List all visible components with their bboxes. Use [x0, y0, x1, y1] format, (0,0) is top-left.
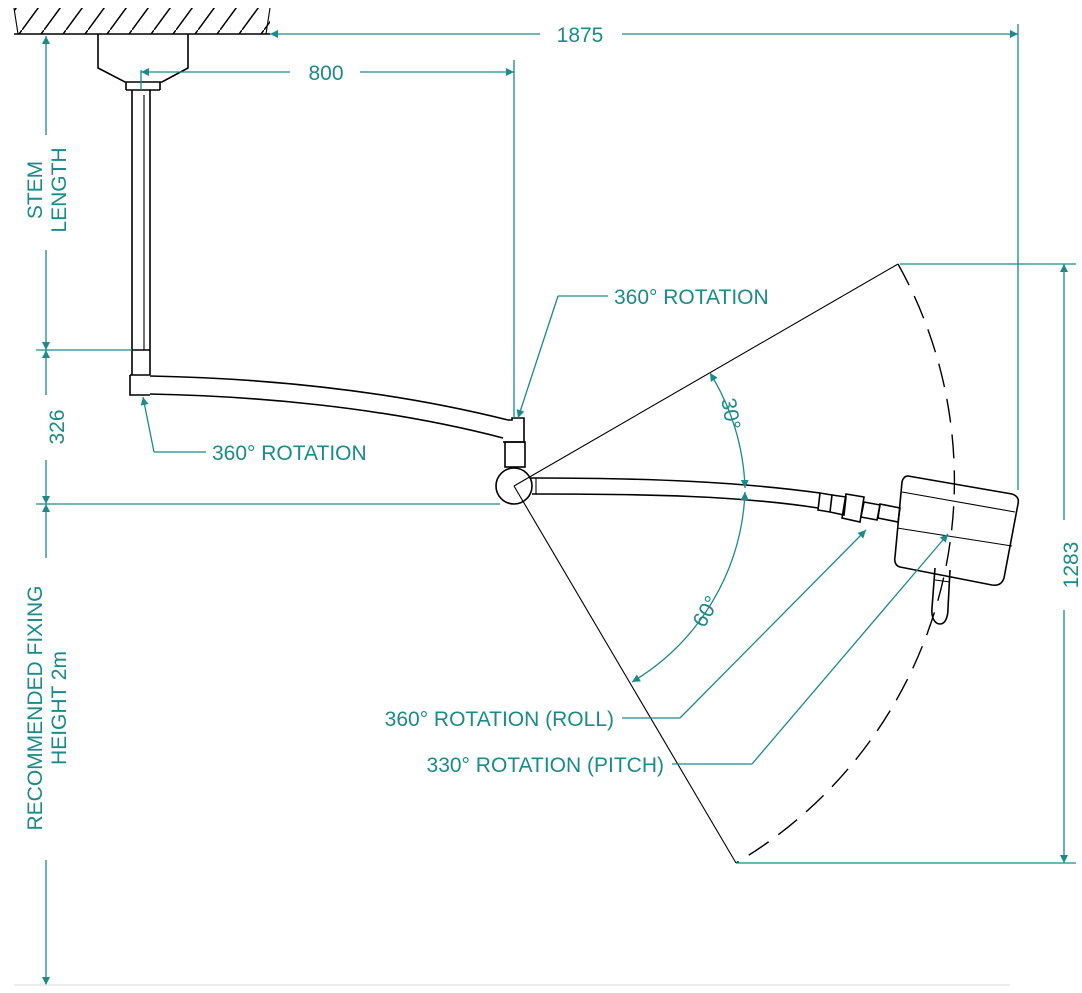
angle-30-label: 30°	[716, 396, 744, 431]
dim-1875-label: 1875	[557, 24, 604, 47]
pitch-rotation-label: 330° ROTATION (PITCH)	[427, 754, 664, 777]
dim-fixing-height	[14, 504, 1010, 986]
upper-arm	[149, 375, 509, 439]
pitch-rotation-leader	[672, 533, 949, 765]
stem-length-label-line1: STEM	[24, 161, 47, 219]
elbow-rotation-label: 360° ROTATION	[614, 286, 769, 309]
dim-stem-length	[36, 36, 132, 351]
fixing-height-label-line1: RECOMMENDED FIXING	[24, 585, 47, 830]
stem-rotation-label: 360° ROTATION	[212, 442, 367, 465]
fixing-height-label-line2: HEIGHT 2m	[48, 651, 71, 765]
elbow-rotation-leader	[516, 295, 608, 419]
stem-rotation-leader	[140, 396, 206, 453]
dim-1283	[736, 263, 1076, 864]
arm-connector	[817, 492, 901, 523]
stem-length-label-line2: LENGTH	[48, 147, 71, 232]
roll-rotation-leader	[622, 529, 867, 719]
ceiling-mount	[97, 34, 189, 91]
roll-rotation-label: 360° ROTATION (ROLL)	[385, 708, 614, 731]
dim-1875	[270, 24, 1019, 490]
dim-800-label: 800	[308, 62, 343, 85]
dim-326	[36, 350, 500, 505]
dim-1283-label: 1283	[1060, 542, 1082, 589]
angle-arcs	[631, 372, 749, 683]
lower-arm	[530, 477, 821, 509]
stem-tube	[129, 90, 151, 396]
angle-60-label: 60°	[688, 592, 724, 631]
dim-326-label: 326	[46, 409, 69, 444]
angle-sweep	[513, 263, 956, 864]
elbow-joint	[495, 417, 533, 505]
lamp-head	[893, 475, 1020, 625]
dim-800	[140, 60, 515, 418]
ceiling	[13, 7, 271, 35]
